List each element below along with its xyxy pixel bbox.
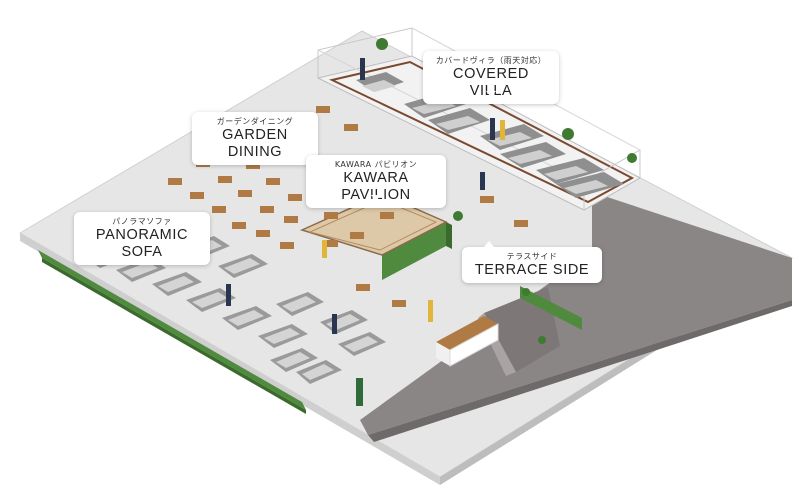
walkway: [360, 192, 792, 442]
hedge-terrace: [520, 286, 582, 330]
label-pointer: [371, 195, 381, 201]
people: [226, 58, 505, 406]
area-label-jp: カバードヴィラ（雨天対応）: [435, 56, 547, 65]
area-label-jp: パノラマソファ: [112, 217, 172, 226]
area-label-covered-villa[interactable]: カバードヴィラ（雨天対応） COVERED VILLA: [423, 51, 559, 104]
hedge-panoramic: [38, 250, 306, 414]
terrace-bar-counter: [436, 316, 499, 367]
area-label-en: PANORAMIC SOFA: [95, 227, 189, 260]
area-label-jp: KAWARA パビリオン: [334, 160, 418, 169]
label-pointer: [484, 241, 494, 247]
hedge-pavilion: [382, 222, 452, 280]
area-label-garden-dining[interactable]: ガーデンダイニング GARDEN DINING: [192, 112, 318, 165]
label-pointer: [486, 91, 496, 97]
area-label-kawara-pavilion[interactable]: KAWARA パビリオン KAWARA PAVILION: [306, 155, 446, 208]
area-label-en: GARDEN DINING: [222, 127, 288, 160]
area-label-jp: ガーデンダイニング: [216, 117, 294, 126]
area-label-panoramic-sofa[interactable]: パノラマソファ PANORAMIC SOFA: [74, 212, 210, 265]
area-label-jp: テラスサイド: [506, 252, 558, 261]
area-label-en: TERRACE SIDE: [474, 262, 590, 278]
area-label-terrace-side[interactable]: テラスサイド TERRACE SIDE: [462, 241, 602, 283]
